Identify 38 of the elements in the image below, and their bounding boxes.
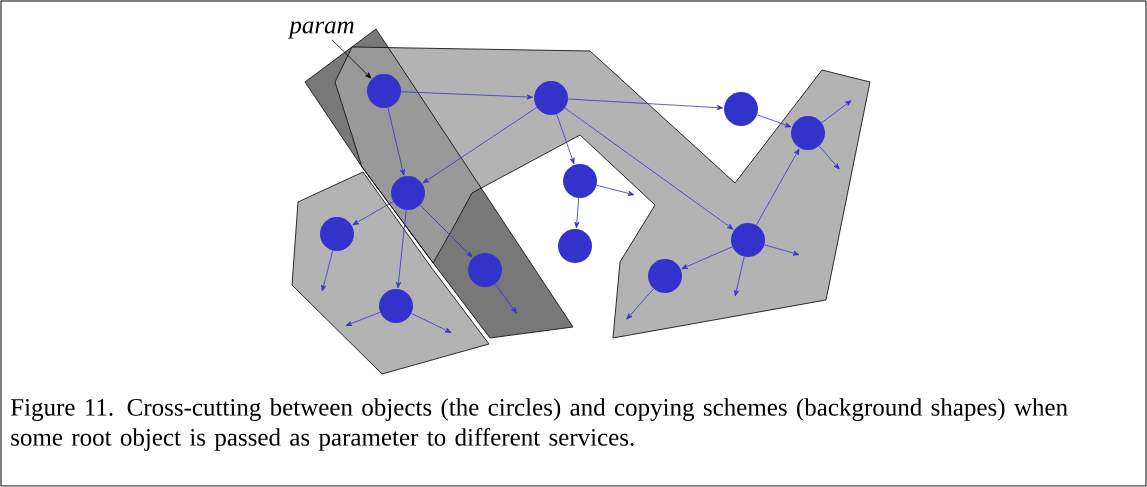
param-label: param	[287, 21, 354, 39]
object-circle	[534, 81, 568, 115]
object-circle	[379, 289, 413, 323]
arrow	[352, 201, 394, 226]
leader-arrow	[331, 39, 372, 79]
arrow	[400, 91, 534, 100]
arrow	[494, 283, 517, 314]
object-circle	[320, 217, 354, 251]
object-circle	[391, 176, 425, 210]
arrow	[419, 204, 473, 258]
arrow	[567, 98, 724, 111]
arrow	[764, 244, 800, 256]
object-circle	[731, 223, 765, 257]
object-circle	[724, 92, 758, 126]
object-circle	[563, 164, 597, 198]
arrow	[756, 114, 792, 128]
arrow	[321, 250, 334, 292]
arrow	[411, 313, 452, 333]
object-circle	[558, 229, 592, 263]
arrow	[818, 145, 840, 170]
arrow	[556, 113, 575, 165]
object-circle	[648, 259, 682, 293]
object-circle	[468, 253, 502, 287]
object-circle	[367, 74, 401, 108]
arrow	[574, 197, 580, 229]
arrow	[734, 256, 745, 297]
arrow	[422, 107, 538, 184]
arrow	[681, 246, 733, 270]
arrow	[596, 184, 635, 196]
arrow	[626, 288, 654, 320]
arrow	[564, 107, 734, 230]
arrow	[821, 100, 852, 124]
arrow	[345, 311, 381, 326]
arrow	[387, 107, 405, 176]
object-circle	[791, 116, 825, 150]
arrow	[396, 209, 407, 289]
arrow	[756, 148, 800, 226]
caption: Figure 11. Cross-cutting between objects (the circles) and copying schemes (background shapes) when some root object is passed as parameter to different services.	[10, 398, 1068, 451]
